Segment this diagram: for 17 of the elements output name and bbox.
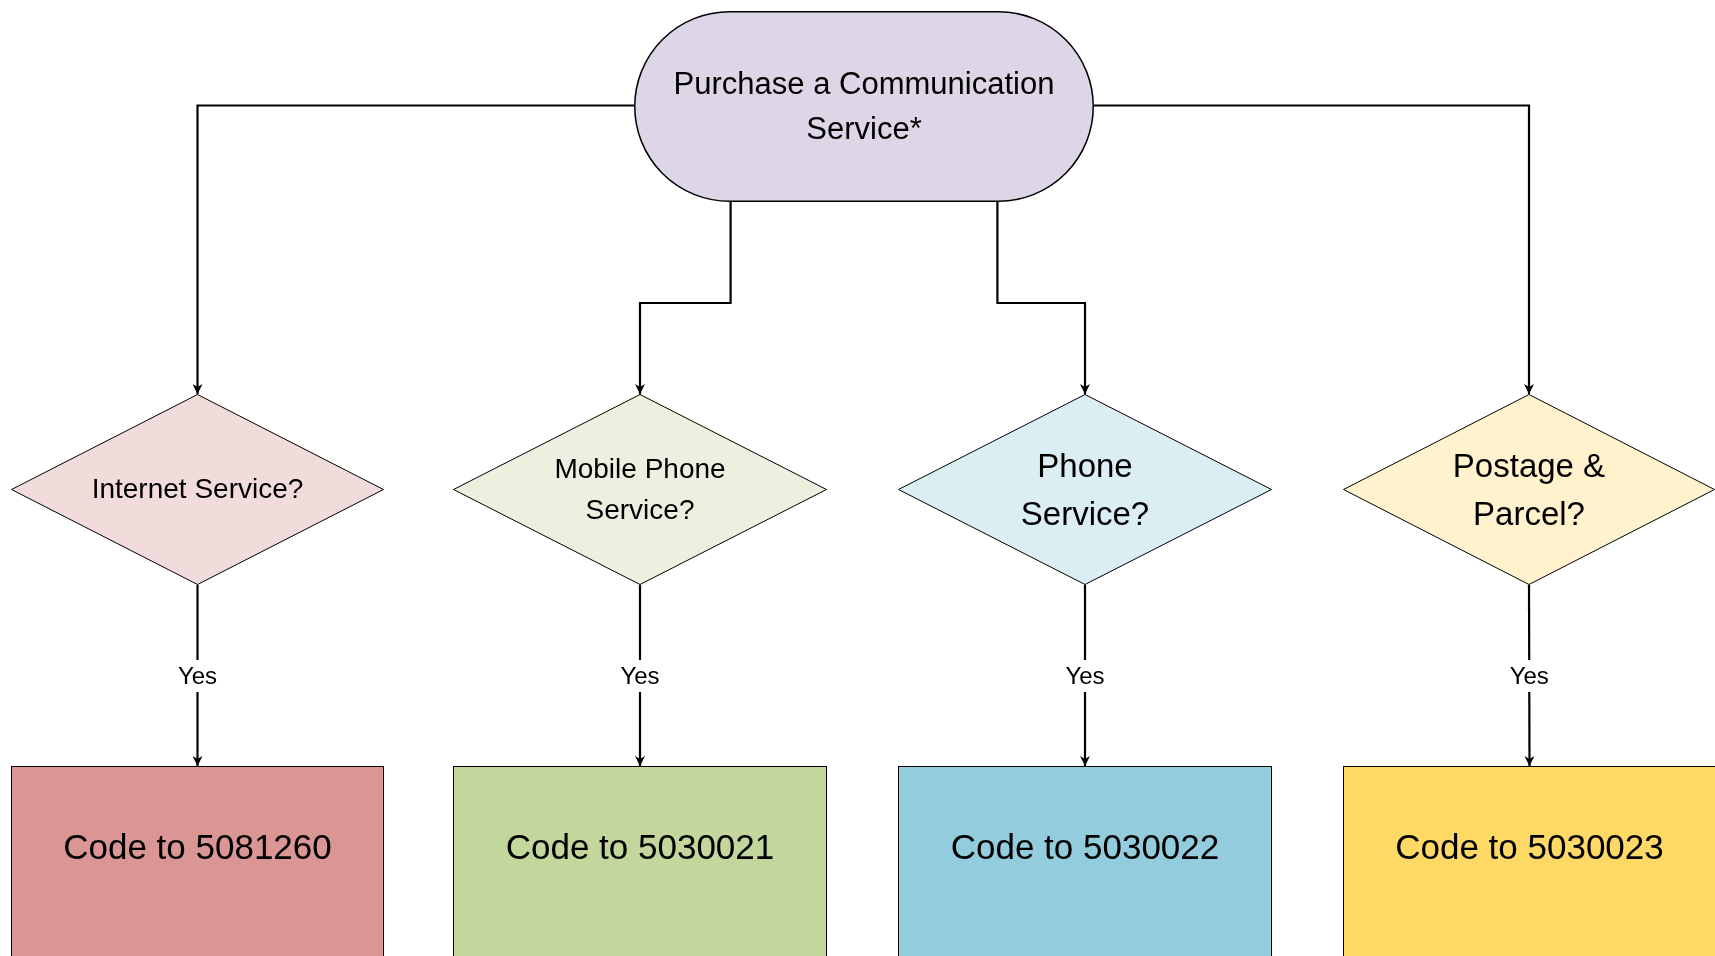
process-box: Code to 5030021 [453, 766, 827, 956]
node-label: Internet Service? [91, 472, 304, 507]
connector-arrow [192, 104, 634, 394]
process-box: Code to 5081260 [11, 766, 384, 956]
process-box: Code to 5030023 [1343, 766, 1715, 956]
node-label: Postage & Parcel? [1451, 445, 1607, 534]
process-box: Code to 5030022 [898, 766, 1272, 956]
node-label: Purchase a Communication Service* [672, 64, 1056, 148]
connector-arrow [1094, 104, 1534, 394]
edge-label: Yes [175, 659, 220, 692]
edge-label: Yes [1507, 659, 1551, 692]
edge-label: Yes [1063, 659, 1107, 692]
connector-arrow [996, 202, 1090, 394]
edge-label: Yes [618, 659, 662, 692]
node-label: Phone Service? [1019, 445, 1151, 534]
node-label: Mobile Phone Service? [553, 451, 727, 527]
connector-arrow [635, 202, 732, 394]
